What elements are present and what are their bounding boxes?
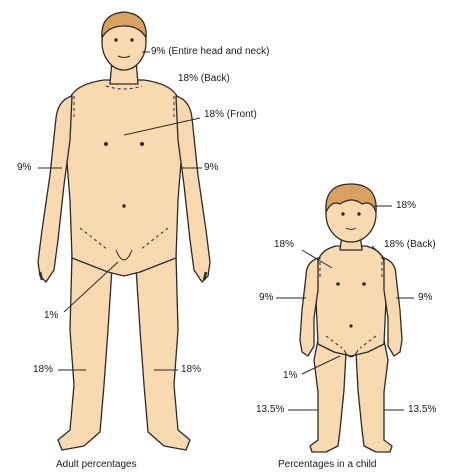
child-back-label: 18% (Back) (384, 239, 436, 251)
adult-right-leg (136, 255, 190, 450)
child-right-leg-label: 13.5% (408, 404, 436, 416)
child-right-leg (356, 340, 392, 452)
adult-left-arm (38, 96, 72, 282)
child-right-arm-label: 9% (418, 292, 432, 304)
adult-left-arm-label: 9% (17, 162, 31, 174)
child-torso (316, 246, 386, 356)
adult-genital-label: 1% (44, 310, 58, 322)
adult-torso (66, 80, 182, 276)
adult-left-leg (58, 255, 112, 450)
child-caption: Percentages in a child (278, 459, 376, 470)
adult-front-label: 18% (Front) (204, 109, 257, 121)
child-left-leg-label: 13.5% (256, 404, 284, 416)
child-left-leg (310, 340, 346, 452)
adult-right-arm-label: 9% (204, 162, 218, 174)
adult-left-leg-label: 18% (33, 364, 53, 376)
adult-right-arm (176, 96, 210, 282)
child-front-label: 18% (274, 239, 294, 251)
child-left-arm (300, 258, 318, 356)
adult-caption: Adult percentages (56, 459, 137, 470)
adult-head-label: 9% (Entire head and neck) (151, 46, 269, 58)
adult-back-label: 18% (Back) (178, 73, 230, 85)
child-genital-label: 1% (283, 370, 297, 382)
child-left-arm-label: 9% (259, 292, 273, 304)
child-right-arm (384, 258, 402, 356)
child-head-label: 18% (396, 200, 416, 212)
adult-right-leg-label: 18% (181, 364, 201, 376)
child-figure (300, 184, 402, 452)
